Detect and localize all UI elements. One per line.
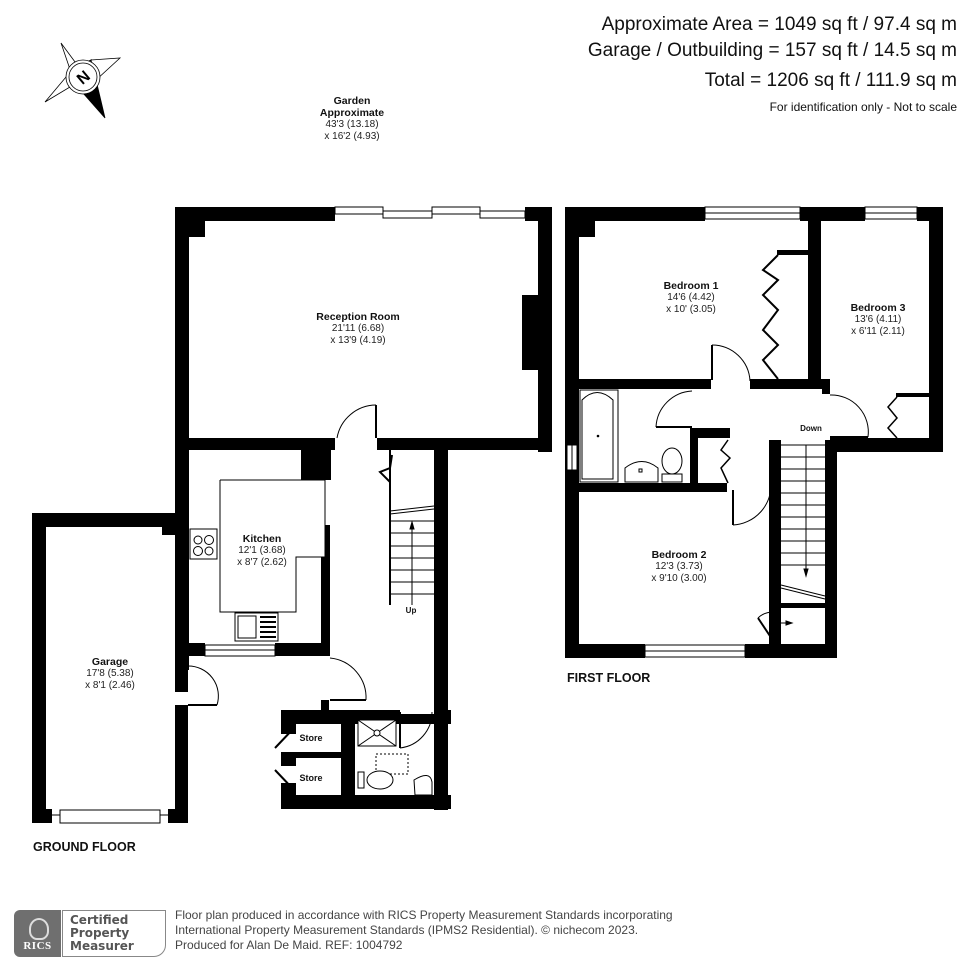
footer-notes: Floor plan produced in accordance with R… (175, 908, 673, 953)
room-dim1: 17'8 (5.38) (86, 668, 134, 679)
approximate-area: Approximate Area = 1049 sq ft / 97.4 sq … (601, 14, 957, 35)
stairs-down-label: Down (800, 424, 822, 433)
room-name: Bedroom 1 (663, 280, 719, 292)
room-name: Bedroom 3 (850, 302, 906, 314)
footer-line-3: Produced for Alan De Maid. REF: 1004792 (175, 938, 403, 952)
room-dim1: 14'6 (4.42) (667, 292, 715, 303)
room-dim2: x 13'9 (4.19) (330, 335, 386, 346)
first-floor-title: FIRST FLOOR (567, 671, 651, 685)
ground-floor-title: GROUND FLOOR (33, 840, 136, 854)
room-kitchen[interactable]: Kitchen 12'1 (3.68) x 8'7 (2.62) (237, 533, 287, 569)
room-name: Reception Room (316, 311, 400, 323)
room-store-2[interactable]: Store (299, 773, 323, 783)
garden-name: Garden (333, 95, 371, 107)
garage-outbuilding-area: Garage / Outbuilding = 157 sq ft / 14.5 … (587, 40, 957, 61)
garden-qualifier: Approximate (319, 107, 385, 119)
reception-windows (334, 206, 526, 219)
compass-north-icon (44, 42, 122, 119)
room-dim1: 13'6 (4.11) (854, 314, 902, 325)
room-store-1[interactable]: Store (299, 733, 323, 743)
room-dim2: x 10' (3.05) (666, 304, 716, 315)
room-garage[interactable]: Garage 17'8 (5.38) x 8'1 (2.46) (85, 656, 135, 692)
disclaimer: For identification only - Not to scale (769, 100, 957, 114)
room-reception[interactable]: Reception Room 21'11 (6.68) x 13'9 (4.19… (316, 311, 399, 347)
room-dim2: x 9'10 (3.00) (651, 573, 707, 584)
shower-room-fittings (357, 719, 433, 796)
certified-property-measurer-badge: Certified Property Measurer (62, 910, 166, 957)
room-name: Kitchen (242, 533, 282, 545)
room-dim2: x 6'11 (2.11) (851, 326, 905, 337)
first-floor-doors (655, 344, 869, 640)
room-dim2: x 8'1 (2.46) (85, 680, 135, 691)
room-dim1: 21'11 (6.68) (331, 323, 385, 334)
room-dim1: 12'3 (3.73) (655, 561, 703, 572)
reception-door (336, 404, 377, 439)
footer-line-1: Floor plan produced in accordance with R… (175, 908, 673, 922)
ground-floor-walls (32, 207, 552, 823)
kitchen-units (189, 479, 326, 657)
rics-logo-text: RICS (23, 940, 52, 952)
footer-line-2: International Property Measurement Stand… (175, 923, 639, 937)
ground-stairs (378, 450, 435, 605)
rics-lion-icon (29, 918, 49, 940)
total-area: Total = 1206 sq ft / 111.9 sq m (704, 70, 957, 91)
badge-line-1: Certified (70, 913, 129, 927)
first-floor-stairs (780, 444, 826, 600)
garden-label: Garden Approximate 43'3 (13.18) x 16'2 (… (320, 95, 384, 143)
bathroom-fittings (579, 389, 683, 483)
first-floor-windows (566, 206, 918, 658)
room-bedroom-1[interactable]: Bedroom 1 14'6 (4.42) x 10' (3.05) (664, 280, 719, 316)
garden-dim2: x 16'2 (4.93) (324, 131, 380, 142)
first-floor-walls (565, 207, 943, 658)
room-name: Garage (91, 656, 129, 668)
room-bedroom-3[interactable]: Bedroom 3 13'6 (4.11) x 6'11 (2.11) (851, 302, 906, 338)
rics-logo: RICS (14, 910, 61, 957)
garden-dim1: 43'3 (13.18) (325, 119, 379, 130)
room-bedroom-2[interactable]: Bedroom 2 12'3 (3.73) x 9'10 (3.00) (651, 549, 706, 585)
wardrobe-doors (720, 254, 898, 484)
room-dim2: x 8'7 (2.62) (237, 557, 287, 568)
stairs-up-label: Up (405, 606, 417, 615)
room-name: Bedroom 2 (651, 549, 707, 561)
store-doors (274, 727, 295, 791)
badge-line-2: Property (70, 926, 130, 940)
garage-door (52, 809, 168, 824)
badge-line-3: Measurer (70, 939, 134, 953)
hall-doors (187, 657, 433, 749)
room-dim1: 12'1 (3.68) (238, 545, 286, 556)
